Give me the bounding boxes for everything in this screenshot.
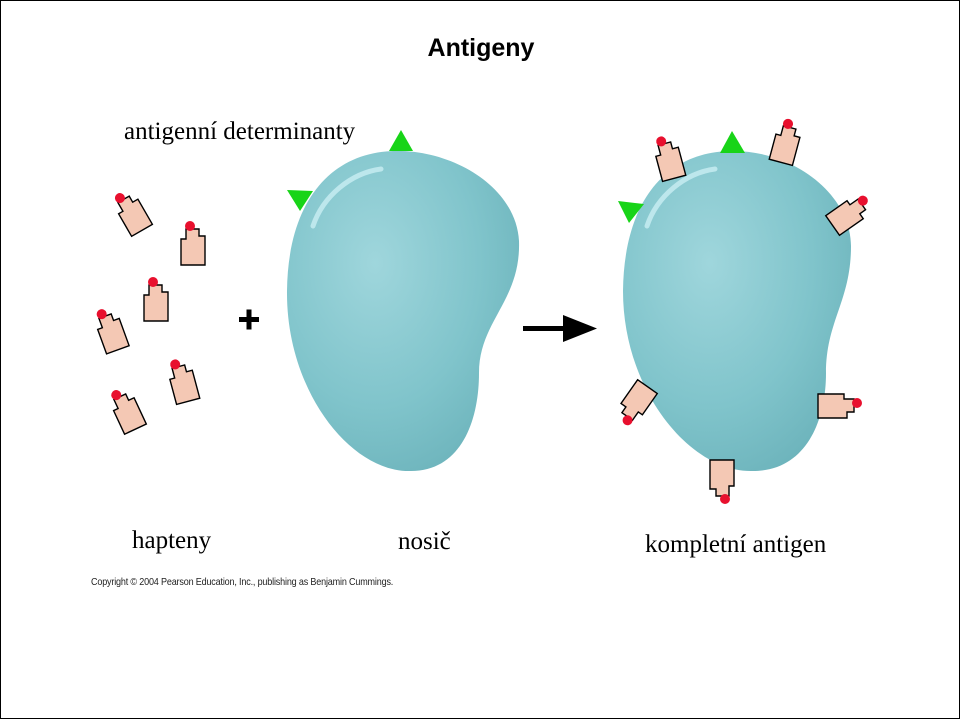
- hapten-molecule: [768, 116, 805, 167]
- carrier-label: nosič: [398, 528, 451, 555]
- hapten-molecule: [143, 276, 169, 322]
- determinant-triangle: [720, 131, 745, 153]
- hapten-group-free: [90, 185, 206, 435]
- determinant-triangle: [389, 130, 413, 151]
- determinant-triangle: [618, 201, 644, 223]
- hapten-molecule: [817, 393, 863, 419]
- slide-title: Antigeny: [427, 34, 535, 62]
- reaction-arrow: [523, 315, 597, 342]
- hapten-molecule: [90, 303, 130, 355]
- copyright-notice: Copyright © 2004 Pearson Education, Inc.…: [91, 576, 394, 588]
- plus-sign: [239, 309, 259, 330]
- carrier-protein: [286, 130, 520, 472]
- determinants-label: antigenní determinanty: [124, 118, 356, 145]
- complete-antigen-label: kompletní antigen: [645, 531, 827, 558]
- determinant-triangle: [287, 190, 313, 211]
- complete-antigen: [611, 116, 877, 505]
- hapten-molecule: [650, 132, 687, 183]
- hapten-molecule: [164, 355, 201, 406]
- hapten-molecule: [105, 383, 148, 435]
- hapten-molecule: [709, 459, 735, 505]
- hapten-molecule: [180, 220, 206, 266]
- hapten-molecule: [108, 185, 154, 238]
- haptens-label: hapteny: [132, 527, 212, 554]
